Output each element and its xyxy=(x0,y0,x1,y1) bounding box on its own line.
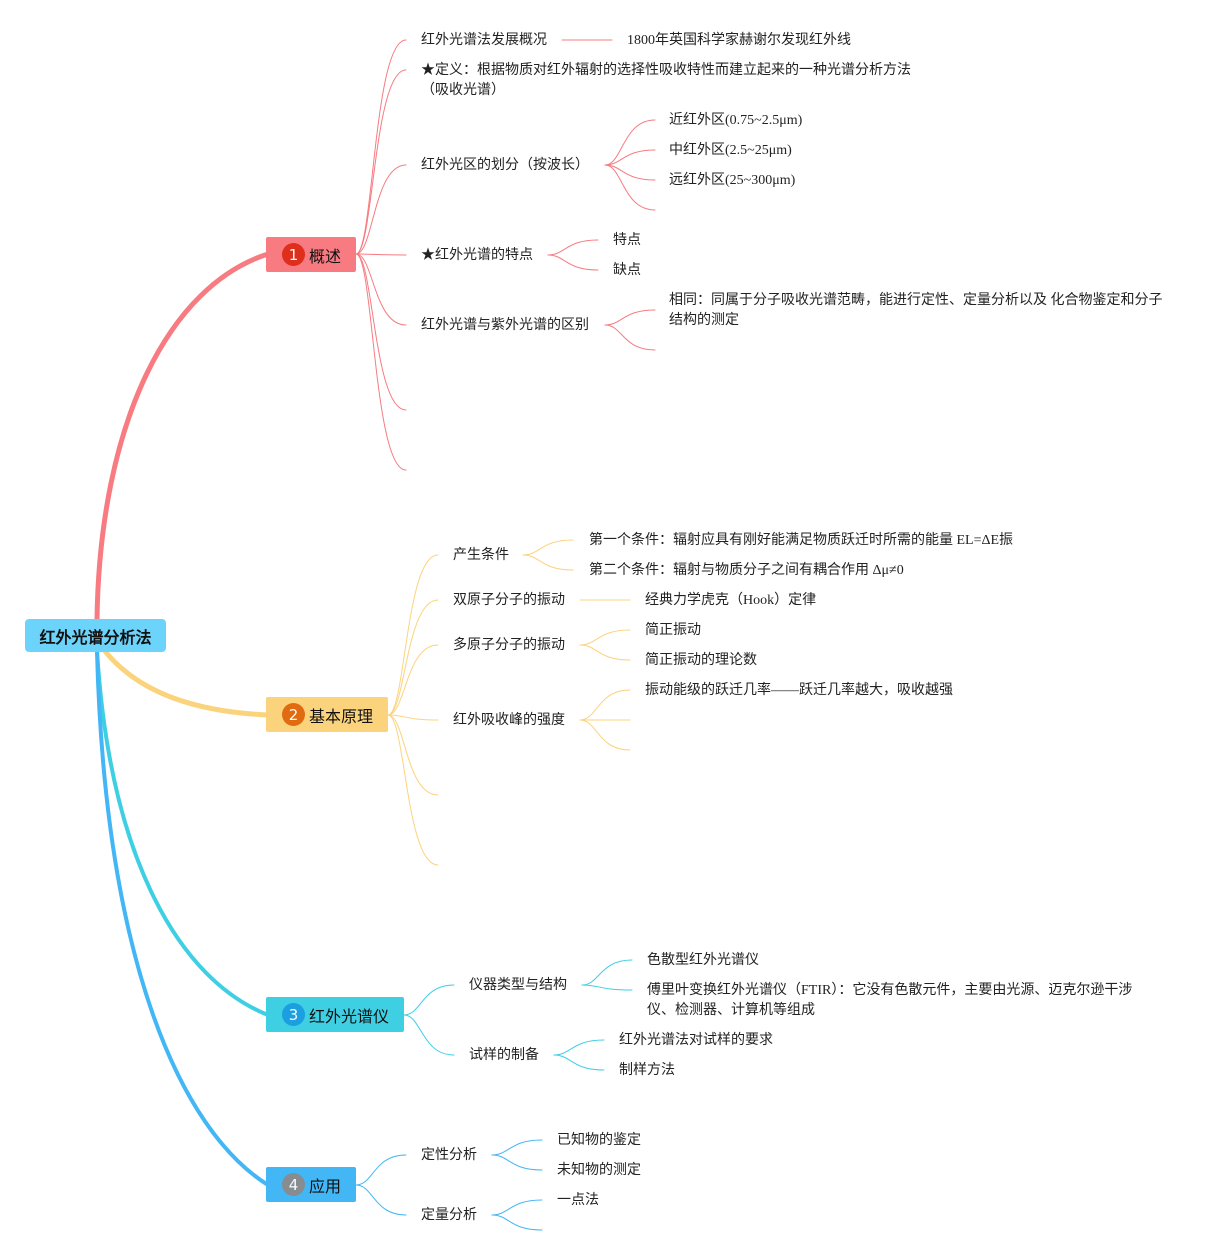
subtopic[interactable]: 第一个条件：辐射应具有刚好能满足物质跃迁时所需的能量 EL=ΔE振 xyxy=(589,533,1014,548)
number-4-icon: 4 xyxy=(282,1173,305,1196)
branch-connector xyxy=(604,309,656,326)
branch-connector xyxy=(491,1154,543,1171)
branch-connector xyxy=(355,39,407,255)
branch-connector xyxy=(355,1184,407,1216)
main-connector xyxy=(94,251,271,622)
branch-connector xyxy=(387,599,439,716)
root-node[interactable]: 红外光谱分析法 xyxy=(25,619,166,652)
branch-connector xyxy=(355,69,407,255)
subtopic[interactable]: 振动能级的跃迁几率——跃迁几率越大，吸收越强 xyxy=(645,683,953,698)
subtopic[interactable]: 未知物的测定 xyxy=(557,1163,641,1178)
subtopic[interactable]: 特点 xyxy=(613,233,641,248)
branch-connector xyxy=(387,714,439,721)
number-2-icon: 2 xyxy=(282,703,305,726)
branch-connector xyxy=(581,984,633,991)
main-connector xyxy=(95,649,270,1017)
branch-connector xyxy=(355,253,407,411)
subtopic[interactable]: 远红外区(25~300μm) xyxy=(669,173,796,188)
subtopic[interactable]: 1800年英国科学家赫谢尔发现红外线 xyxy=(627,33,851,48)
branch-connector xyxy=(387,554,439,716)
branch-connector xyxy=(604,119,656,166)
branch-connector xyxy=(387,714,439,866)
subtopic[interactable]: 一点法 xyxy=(557,1193,599,1208)
topic[interactable]: 红外光谱法发展概况 xyxy=(421,33,547,48)
subtopic[interactable]: 简正振动的理论数 xyxy=(645,653,757,668)
topic[interactable]: 多原子分子的振动 xyxy=(453,638,565,653)
subtopic[interactable]: 近红外区(0.75~2.5μm) xyxy=(669,113,803,128)
topic[interactable]: 定量分析 xyxy=(421,1208,477,1223)
topic[interactable]: ★红外光谱的特点 xyxy=(421,248,533,263)
branch-connector xyxy=(403,1014,455,1056)
main-connector xyxy=(95,649,270,1187)
branch-connector xyxy=(579,644,631,661)
branch-connector xyxy=(355,253,407,326)
branch-connector xyxy=(553,1054,605,1071)
subtopic[interactable]: 经典力学虎克（Hook）定律 xyxy=(645,593,817,608)
branch-connector xyxy=(604,164,656,211)
branch-connector xyxy=(604,324,656,351)
branch-connector xyxy=(403,984,455,1016)
branch-connector xyxy=(387,714,439,796)
branch-connector xyxy=(522,539,574,556)
branch-label: 红外光谱仪 xyxy=(309,1006,390,1026)
subtopic[interactable]: 第二个条件：辐射与物质分子之间有耦合作用 Δμ≠0 xyxy=(589,563,904,578)
subtopic[interactable]: 制样方法 xyxy=(619,1063,675,1078)
branch-principle[interactable]: 2 基本原理 xyxy=(266,697,388,732)
branch-connector xyxy=(553,1039,605,1056)
branch-connector xyxy=(387,644,439,716)
branch-connector xyxy=(579,629,631,646)
topic[interactable]: 定性分析 xyxy=(421,1148,477,1163)
topic[interactable]: 仪器类型与结构 xyxy=(469,978,567,993)
branch-connector xyxy=(355,164,407,255)
branch-connector xyxy=(604,149,656,166)
branch-connector xyxy=(547,239,599,256)
topic[interactable]: 红外吸收峰的强度 xyxy=(453,713,565,728)
main-connector xyxy=(101,647,271,718)
subtopic[interactable]: 红外光谱法对试样的要求 xyxy=(619,1033,773,1048)
branch-connector xyxy=(604,164,656,181)
branch-connector xyxy=(522,554,574,571)
subtopic[interactable]: 色散型红外光谱仪 xyxy=(647,953,759,968)
topic[interactable]: 双原子分子的振动 xyxy=(453,593,565,608)
branch-label: 概述 xyxy=(309,246,342,266)
branch-connector xyxy=(547,254,599,271)
branch-instrument[interactable]: 3 红外光谱仪 xyxy=(266,997,404,1032)
subtopic[interactable]: 简正振动 xyxy=(645,623,701,638)
topic[interactable]: ★定义：根据物质对红外辐射的选择性吸收特性而建立起来的一种光谱分析方法（吸收光谱… xyxy=(421,63,911,98)
branch-connector xyxy=(491,1214,543,1231)
branch-application[interactable]: 4 应用 xyxy=(266,1167,356,1202)
branch-connector xyxy=(579,719,631,751)
branch-connector xyxy=(491,1139,543,1156)
subtopic[interactable]: 傅里叶变换红外光谱仪（FTIR）：它没有色散元件，主要由光源、迈克尔逊干涉仪、检… xyxy=(647,983,1133,1018)
number-1-icon: 1 xyxy=(282,243,305,266)
branch-connector xyxy=(491,1199,543,1216)
branch-connector xyxy=(579,689,631,721)
root-label: 红外光谱分析法 xyxy=(39,627,152,647)
topic[interactable]: 红外光区的划分（按波长） xyxy=(421,158,589,173)
branch-overview[interactable]: 1 概述 xyxy=(266,237,356,272)
topic[interactable]: 试样的制备 xyxy=(469,1048,539,1063)
subtopic[interactable]: 已知物的鉴定 xyxy=(557,1133,641,1148)
branch-connector xyxy=(355,1154,407,1186)
subtopic[interactable]: 中红外区(2.5~25μm) xyxy=(669,143,792,158)
branch-connector xyxy=(355,253,407,471)
branch-connector xyxy=(355,253,407,256)
branch-connector xyxy=(581,959,633,986)
topic[interactable]: 红外光谱与紫外光谱的区别 xyxy=(421,318,589,333)
topic[interactable]: 产生条件 xyxy=(453,548,509,563)
branch-label: 应用 xyxy=(309,1176,342,1196)
subtopic[interactable]: 缺点 xyxy=(613,263,641,278)
subtopic[interactable]: 相同：同属于分子吸收光谱范畴，能进行定性、定量分析以及 化合物鉴定和分子结构的测… xyxy=(669,293,1163,328)
number-3-icon: 3 xyxy=(282,1003,305,1026)
branch-label: 基本原理 xyxy=(309,706,374,726)
